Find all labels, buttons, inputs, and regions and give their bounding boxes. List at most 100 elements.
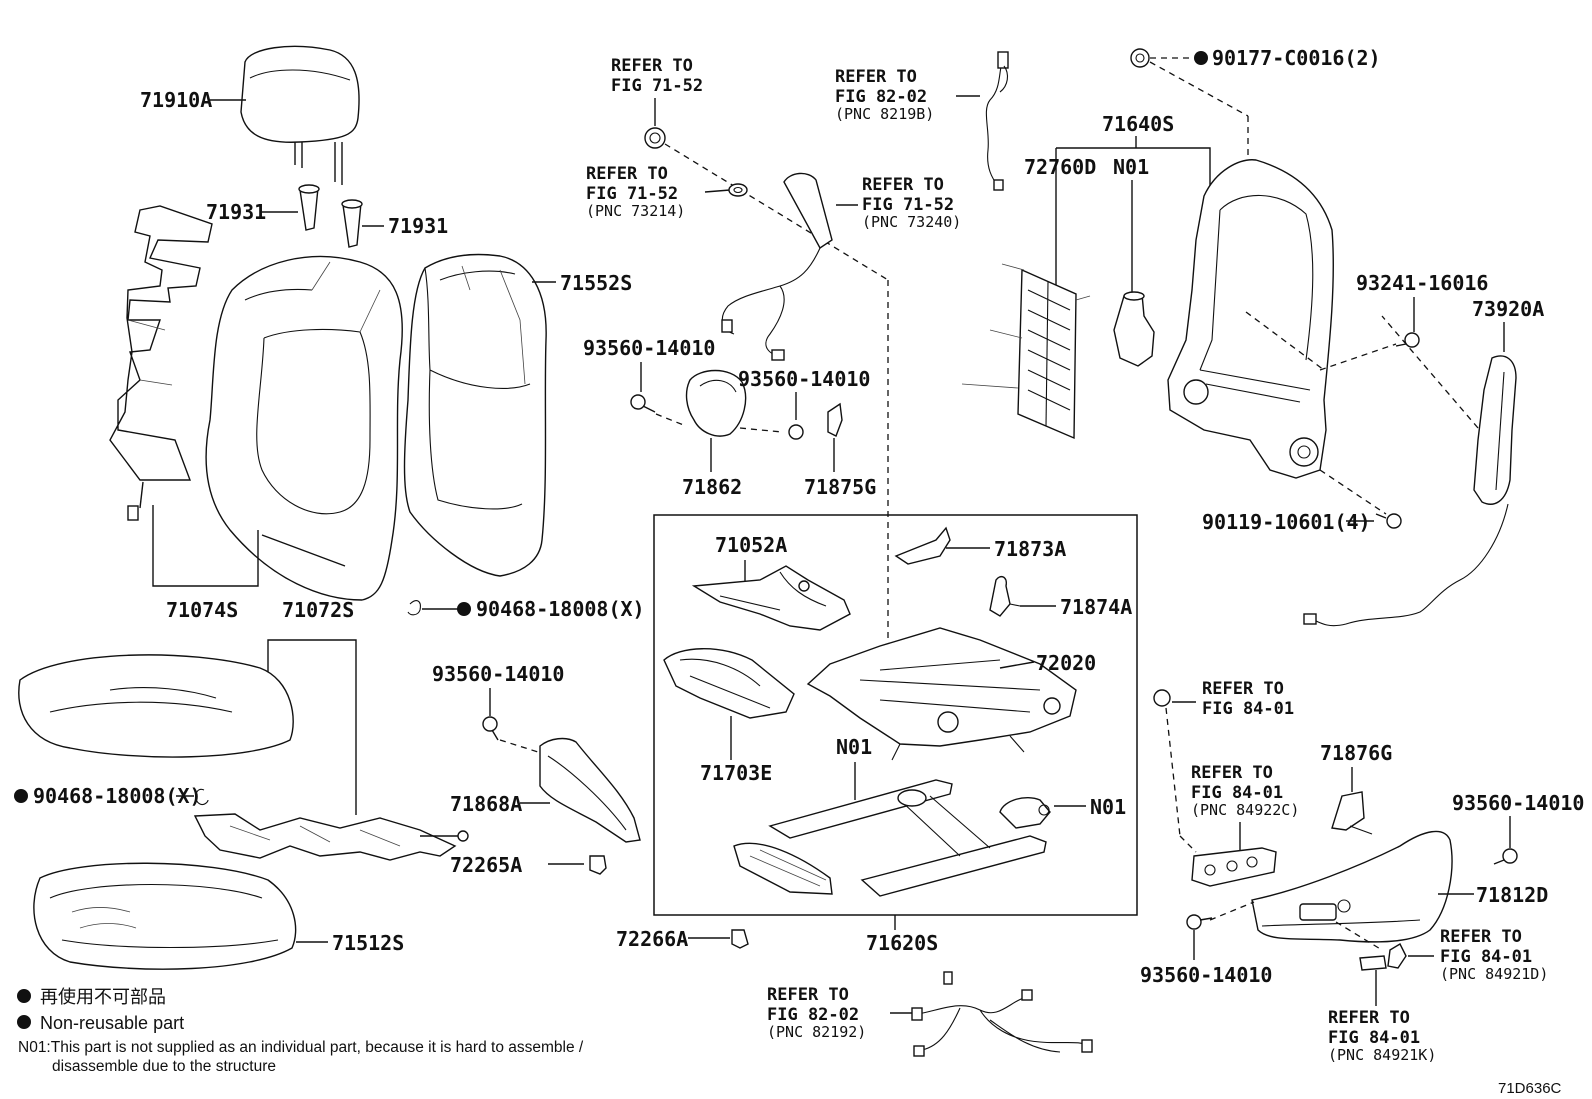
part-label-71074S: 71074S [166, 598, 238, 622]
ref-fig-84-01-b-line1: REFER TO [1191, 763, 1273, 783]
part-label-71873A: 71873A [994, 537, 1066, 561]
nut-upper[interactable] [644, 127, 666, 149]
bolt-93241[interactable] [1395, 332, 1420, 348]
washer[interactable] [728, 183, 748, 197]
ref-fig-71-52-b-line1: REFER TO [586, 164, 668, 184]
ref-fig-82-02-b-pnc: (PNC 82192) [767, 1023, 866, 1041]
cushion-frame-72020[interactable] [806, 627, 1077, 761]
bolt-93560-c[interactable] [482, 716, 499, 741]
part-label-93560-b: 93560-14010 [738, 367, 870, 391]
bolt-93560-b[interactable] [788, 424, 804, 440]
seat-track-assembly[interactable] [768, 779, 1047, 897]
ref-fig-71-52-b-pnc: (PNC 73214) [586, 202, 685, 220]
part-label-71512S: 71512S [332, 931, 404, 955]
wire-harness-upper[interactable] [985, 51, 1009, 191]
ref-fig-84-01-d-line2: FIG 84-01 [1328, 1028, 1420, 1048]
seatbelt-buckle-harness[interactable] [721, 172, 833, 361]
lumbar-support-72760D[interactable] [961, 263, 1091, 440]
ref-fig-71-52-a-line1: REFER TO [611, 56, 693, 76]
part-label-90468-lower: 90468-18008(X) [33, 784, 202, 808]
part-label-93560-d: 93560-14010 [1452, 791, 1584, 815]
ref-fig-82-02-b-line2: FIG 82-02 [767, 1005, 859, 1025]
track-motor-N01[interactable] [999, 796, 1051, 829]
clip-switch-upper[interactable] [1153, 689, 1171, 707]
part-label-72265A: 72265A [450, 853, 522, 877]
seat-cushion-pad[interactable] [33, 862, 297, 970]
ref-fig-82-02-a-line2: FIG 82-02 [835, 87, 927, 107]
part-label-71640S: 71640S [1102, 112, 1174, 136]
bracket-71875G[interactable] [827, 402, 843, 437]
part-label-71931-right: 71931 [388, 214, 448, 238]
headrest-guide-left[interactable] [298, 184, 320, 231]
ref-fig-84-01-a-line2: FIG 84-01 [1202, 699, 1294, 719]
part-label-N01-recliner: N01 [1113, 155, 1149, 179]
track-rail-lower[interactable] [733, 842, 833, 895]
part-label-71072S: 71072S [282, 598, 354, 622]
part-label-71862: 71862 [682, 475, 742, 499]
part-label-71874A: 71874A [1060, 595, 1132, 619]
part-label-71931-left: 71931 [206, 200, 266, 224]
part-label-90119: 90119-10601(4) [1202, 510, 1371, 534]
side-airbag-73920A[interactable] [1303, 355, 1517, 627]
cushion-pan-71703E[interactable] [663, 648, 795, 719]
part-label-71620S: 71620S [866, 931, 938, 955]
seatback-trim-71862[interactable] [685, 369, 747, 437]
part-label-73920A: 73920A [1472, 297, 1544, 321]
ref-fig-71-52-c-line2: FIG 71-52 [862, 195, 954, 215]
legend-en: Non-reusable part [40, 1013, 184, 1033]
part-label-71052A: 71052A [715, 533, 787, 557]
ref-fig-71-52-c-line1: REFER TO [862, 175, 944, 195]
ref-fig-84-01-b-line2: FIG 84-01 [1191, 783, 1283, 803]
cushion-shield-71868A[interactable] [539, 737, 641, 843]
bolt-93560-e[interactable] [1186, 914, 1213, 930]
legend-n01-line2: disassemble due to the structure [52, 1058, 276, 1075]
headrest-guide-right[interactable] [341, 199, 363, 248]
clip-90468-upper[interactable] [407, 600, 471, 616]
headrest[interactable] [240, 45, 360, 185]
bolt-93560-a[interactable] [630, 394, 656, 413]
switch-base-84922C[interactable] [1191, 847, 1277, 887]
non-reusable-bullet-en [17, 1015, 31, 1029]
ref-fig-71-52-b-line2: FIG 71-52 [586, 184, 678, 204]
part-label-N01-track: N01 [836, 735, 872, 759]
cushion-frame-trim-71052A[interactable] [691, 565, 851, 631]
part-label-72266A: 72266A [616, 927, 688, 951]
ref-fig-84-01-a-line1: REFER TO [1202, 679, 1284, 699]
bolt-93560-d[interactable] [1493, 848, 1518, 865]
bracket-71876G[interactable] [1331, 791, 1373, 835]
legend: 再使用不可部品 Non-reusable part N01:This part … [17, 987, 584, 1075]
clip-72266A[interactable] [731, 929, 749, 949]
ref-fig-84-01-c-line2: FIG 84-01 [1440, 947, 1532, 967]
recliner-motor-N01[interactable] [1113, 291, 1155, 367]
ref-fig-84-01-c-pnc: (PNC 84921D) [1440, 965, 1548, 983]
knob-84921K[interactable] [1359, 955, 1387, 971]
part-label-93241: 93241-16016 [1356, 271, 1488, 295]
non-reusable-bullet-jp [17, 989, 31, 1003]
bracket-71873A[interactable] [894, 526, 951, 565]
ref-fig-71-52-a-line2: FIG 71-52 [611, 76, 703, 96]
ref-fig-82-02-a-pnc: (PNC 8219B) [835, 105, 934, 123]
legend-jp: 再使用不可部品 [40, 987, 166, 1007]
seatback-frame[interactable] [1167, 159, 1334, 479]
seatback-heater-pad[interactable] [109, 205, 213, 521]
seatback-pad[interactable] [403, 253, 547, 577]
part-label-N01-motor: N01 [1090, 795, 1126, 819]
clip-72265A[interactable] [589, 855, 607, 875]
part-label-71552S: 71552S [560, 271, 632, 295]
seatback-cover[interactable] [205, 255, 403, 601]
bolt-90119[interactable] [1375, 513, 1402, 529]
seat-cushion-heater[interactable] [193, 813, 469, 861]
wire-harness-lower[interactable] [911, 971, 1093, 1057]
knob-84921D[interactable] [1387, 943, 1407, 969]
ref-fig-84-01-d-pnc: (PNC 84921K) [1328, 1046, 1436, 1064]
seat-cushion-cover[interactable] [18, 654, 294, 758]
part-label-71876G: 71876G [1320, 741, 1392, 765]
ref-fig-82-02-b-line1: REFER TO [767, 985, 849, 1005]
part-label-71910A: 71910A [140, 88, 212, 112]
switch-71874A[interactable] [989, 575, 1021, 617]
clip-90468-lower[interactable] [14, 788, 209, 806]
nut-90177[interactable] [1130, 48, 1150, 68]
seat-side-cover-71812D[interactable] [1251, 830, 1453, 943]
diagram-code: 71D636C [1498, 1080, 1562, 1097]
